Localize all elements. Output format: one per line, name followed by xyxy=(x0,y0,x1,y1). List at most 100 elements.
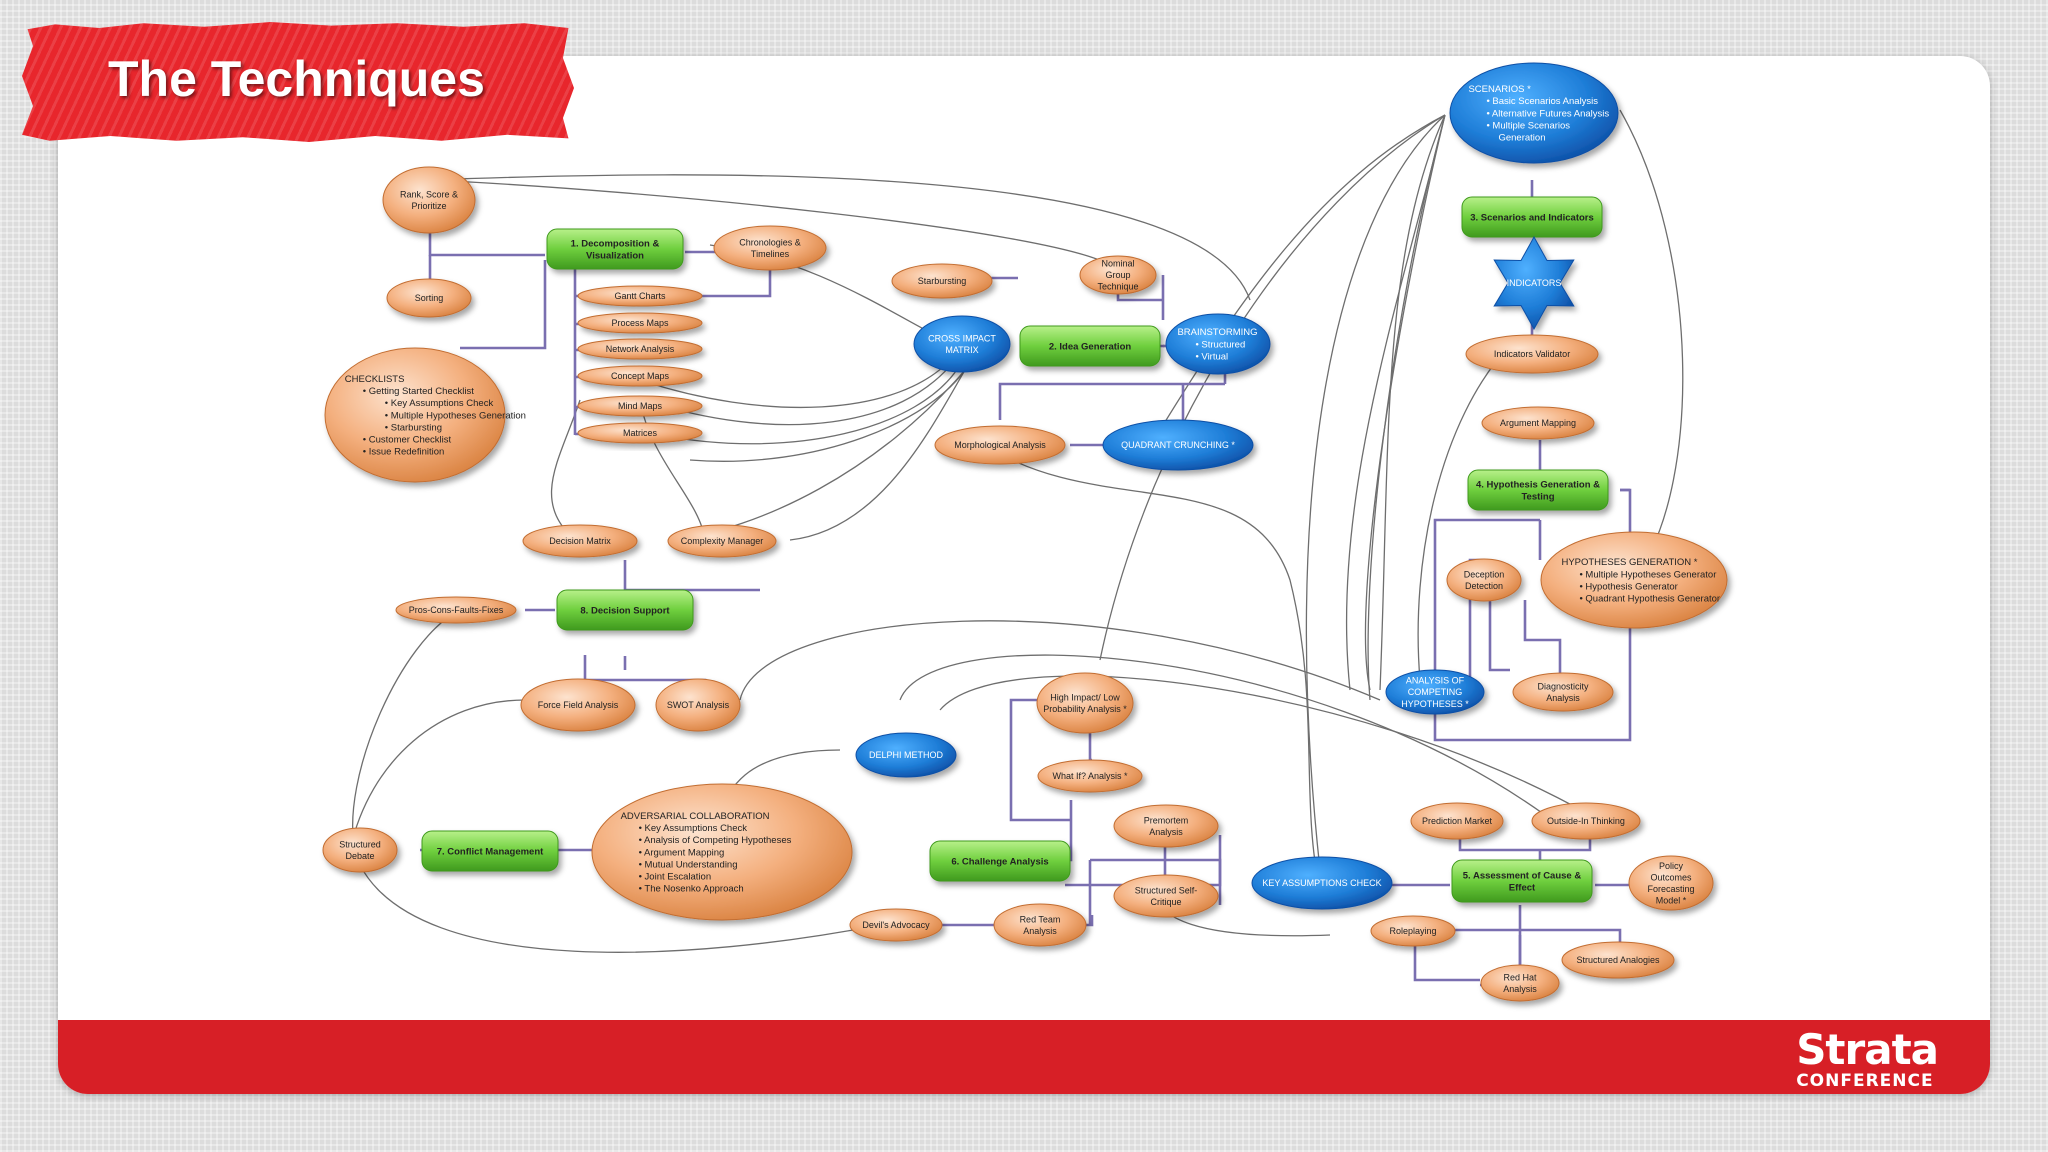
node-decomp: 1. Decomposition &Visualization xyxy=(546,228,684,270)
node-label: 4. Hypothesis Generation & xyxy=(1476,479,1600,490)
node-shape xyxy=(1540,531,1728,629)
node-label: HYPOTHESES * xyxy=(1401,699,1469,709)
node-label: Structured Self- xyxy=(1135,885,1198,895)
node-label: Mind Maps xyxy=(618,401,663,411)
node-label: Pros-Cons-Faults-Fixes xyxy=(409,605,504,615)
node-label: CHECKLISTS xyxy=(345,374,405,385)
node-label: Debate xyxy=(345,851,374,861)
node-shape xyxy=(591,783,853,921)
node-shape xyxy=(655,678,741,732)
node-shape xyxy=(1449,62,1619,164)
node-shape xyxy=(1385,669,1485,715)
node-label: Diagnosticity xyxy=(1537,681,1589,691)
node-label: Process Maps xyxy=(611,318,669,328)
footer-bar: Strata CONFERENCE xyxy=(58,1020,1990,1094)
node-shape xyxy=(1451,859,1593,903)
node-label: Visualization xyxy=(586,250,644,261)
node-shape xyxy=(577,285,703,307)
node-shape xyxy=(1446,558,1522,602)
node-rank: Rank, Score &Prioritize xyxy=(382,166,476,234)
node-label: Nominal xyxy=(1101,259,1134,269)
node-label: DELPHI METHOD xyxy=(869,750,944,760)
node-challenge: 6. Challenge Analysis xyxy=(929,840,1071,882)
node-morph: Morphological Analysis xyxy=(934,425,1066,465)
node-shape xyxy=(322,827,398,873)
node-shape xyxy=(1410,802,1504,840)
node-label: Generation xyxy=(1498,133,1545,144)
node-label: Model * xyxy=(1656,896,1687,906)
node-label: Red Team xyxy=(1020,914,1061,924)
node-label: • Alternative Futures Analysis xyxy=(1486,108,1609,119)
node-shape xyxy=(1102,419,1254,471)
strata-logo: Strata CONFERENCE xyxy=(1796,1025,1939,1091)
node-process: Process Maps xyxy=(577,312,703,334)
node-label: • Customer Checklist xyxy=(363,435,452,446)
brand-name: Strata xyxy=(1796,1025,1939,1074)
node-shape xyxy=(1628,855,1714,911)
node-cause: 5. Assessment of Cause &Effect xyxy=(1451,859,1593,903)
node-label: Critique xyxy=(1150,897,1181,907)
node-label: Indicators Validator xyxy=(1494,349,1570,359)
node-label: CROSS IMPACT xyxy=(928,333,996,343)
node-concept: Concept Maps xyxy=(577,365,703,387)
node-label: • Key Assumptions Check xyxy=(385,398,494,409)
node-label: • Multiple Hypotheses Generation xyxy=(385,410,526,421)
node-shape xyxy=(1512,672,1614,712)
node-label: Effect xyxy=(1509,882,1536,893)
node-shape xyxy=(1480,964,1560,1002)
node-label: Analysis xyxy=(1149,827,1183,837)
node-shape xyxy=(934,425,1066,465)
node-label: Concept Maps xyxy=(611,371,670,381)
node-quadrant: QUADRANT CRUNCHING * xyxy=(1102,419,1254,471)
node-shape xyxy=(713,225,827,271)
node-scenarios: SCENARIOS *• Basic Scenarios Analysis• A… xyxy=(1449,62,1619,164)
node-shape xyxy=(1113,804,1219,848)
node-shape xyxy=(913,315,1011,373)
node-label: Prediction Market xyxy=(1422,816,1493,826)
node-label: Analysis xyxy=(1023,926,1057,936)
page-title: The Techniques xyxy=(108,51,485,107)
node-label: • Starbursting xyxy=(385,422,442,433)
node-shape xyxy=(546,228,684,270)
node-label: 1. Decomposition & xyxy=(571,238,660,249)
node-label: Deception xyxy=(1464,569,1505,579)
node-shape xyxy=(382,166,476,234)
node-label: Detection xyxy=(1465,581,1503,591)
node-hypo-gen: HYPOTHESES GENERATION *• Multiple Hypoth… xyxy=(1540,531,1728,629)
node-starbursting: Starbursting xyxy=(891,263,993,299)
node-label: SCENARIOS * xyxy=(1468,84,1531,95)
node-outside: Outside-In Thinking xyxy=(1531,802,1641,840)
node-label: • Multiple Hypotheses Generator xyxy=(1579,569,1716,580)
node-shape xyxy=(1019,325,1161,367)
node-shape xyxy=(1461,196,1603,238)
node-label: Analysis xyxy=(1546,693,1580,703)
node-self: Structured Self- Critique xyxy=(1113,874,1219,918)
node-label: Morphological Analysis xyxy=(954,440,1046,450)
node-label: 2. Idea Generation xyxy=(1049,341,1132,352)
node-label: Force Field Analysis xyxy=(538,700,619,710)
node-whatif: What If? Analysis * xyxy=(1037,759,1143,793)
node-label: Premortem xyxy=(1144,815,1189,825)
node-label: QUADRANT CRUNCHING * xyxy=(1121,440,1235,450)
node-shape xyxy=(1561,941,1675,979)
node-label: 8. Decision Support xyxy=(580,605,670,616)
node-shape xyxy=(1036,672,1134,734)
node-label: • Key Assumptions Check xyxy=(639,823,748,834)
node-sorting: Sorting xyxy=(386,278,472,318)
node-checklists: CHECKLISTS• Getting Started Checklist• K… xyxy=(324,347,526,483)
node-indicators: INDICATORS xyxy=(1493,235,1575,331)
node-shape xyxy=(577,312,703,334)
node-label: Complexity Manager xyxy=(681,536,764,546)
node-key: KEY ASSUMPTIONS CHECK xyxy=(1251,856,1393,910)
node-idea: 2. Idea Generation xyxy=(1019,325,1161,367)
node-shape xyxy=(1251,856,1393,910)
node-shape xyxy=(667,524,777,558)
node-validator: Indicators Validator xyxy=(1465,334,1599,374)
node-shape xyxy=(386,278,472,318)
node-label: What If? Analysis * xyxy=(1052,771,1128,781)
node-label: Chronologies & xyxy=(739,237,801,247)
